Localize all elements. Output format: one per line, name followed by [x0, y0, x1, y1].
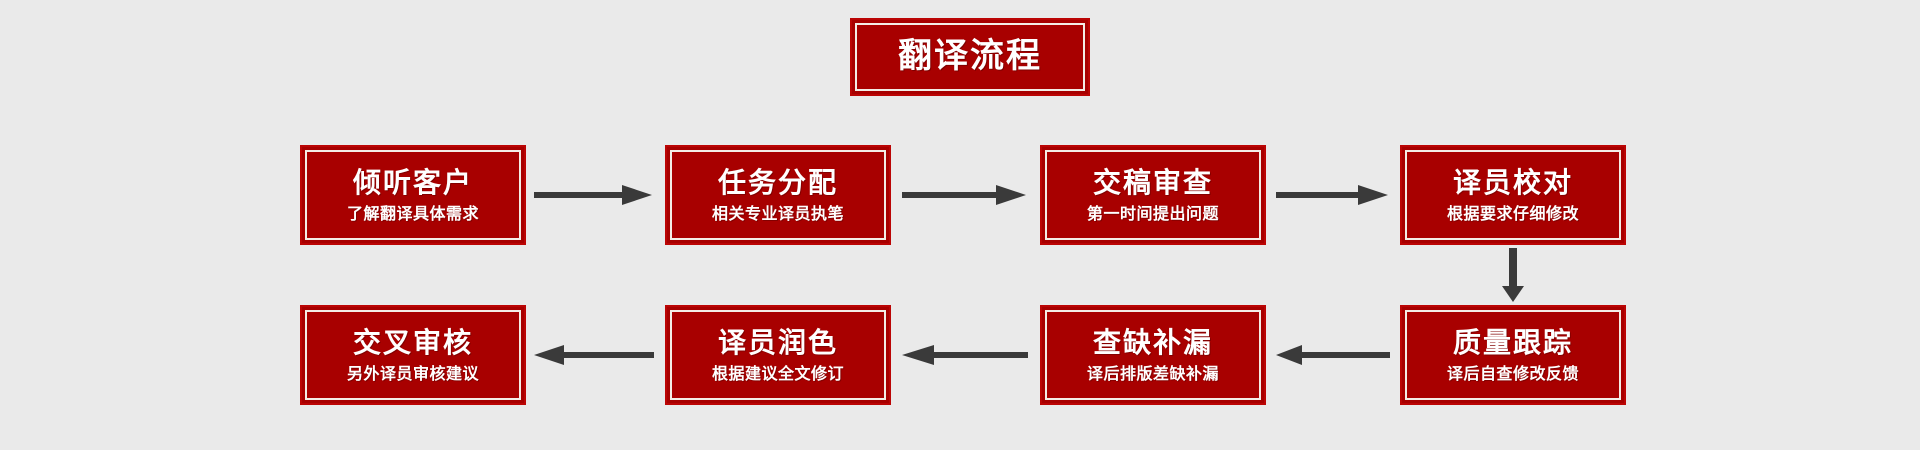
step-4-inner-frame: 译员校对 根据要求仔细修改	[1405, 150, 1621, 240]
step-7-inner-frame: 译员润色 根据建议全文修订	[670, 310, 886, 400]
arrow-left-icon-3	[534, 342, 654, 368]
step-6-subtitle: 译后排版差缺补漏	[1086, 363, 1219, 383]
arrow-left-icon-2	[902, 342, 1028, 368]
title-inner-frame: 翻译流程	[855, 23, 1085, 91]
step-3-subtitle: 第一时间提出问题	[1086, 203, 1219, 223]
step-7-title: 译员润色	[717, 325, 838, 359]
step-1-inner-frame: 倾听客户 了解翻译具体需求	[305, 150, 521, 240]
diagram-title-box: 翻译流程	[850, 18, 1090, 96]
step-2-inner-frame: 任务分配 相关专业译员执笔	[670, 150, 886, 240]
step-box-4[interactable]: 译员校对 根据要求仔细修改	[1400, 145, 1626, 245]
step-4-subtitle: 根据要求仔细修改	[1446, 203, 1579, 223]
step-box-6[interactable]: 查缺补漏 译后排版差缺补漏	[1040, 305, 1266, 405]
step-2-title: 任务分配	[717, 165, 838, 199]
step-8-title: 交叉审核	[352, 325, 473, 359]
step-box-7[interactable]: 译员润色 根据建议全文修订	[665, 305, 891, 405]
step-5-inner-frame: 质量跟踪 译后自查修改反馈	[1405, 310, 1621, 400]
arrow-left-icon-1	[1276, 342, 1390, 368]
step-1-title: 倾听客户	[352, 165, 473, 199]
step-8-inner-frame: 交叉审核 另外译员审核建议	[305, 310, 521, 400]
arrow-right-icon-2	[902, 182, 1028, 208]
step-box-3[interactable]: 交稿审查 第一时间提出问题	[1040, 145, 1266, 245]
step-box-8[interactable]: 交叉审核 另外译员审核建议	[300, 305, 526, 405]
arrow-down-icon	[1500, 248, 1526, 304]
arrow-right-icon-3	[1276, 182, 1390, 208]
step-3-title: 交稿审查	[1092, 165, 1213, 199]
step-6-inner-frame: 查缺补漏 译后排版差缺补漏	[1045, 310, 1261, 400]
step-3-inner-frame: 交稿审查 第一时间提出问题	[1045, 150, 1261, 240]
step-4-title: 译员校对	[1452, 165, 1573, 199]
step-box-1[interactable]: 倾听客户 了解翻译具体需求	[300, 145, 526, 245]
step-box-2[interactable]: 任务分配 相关专业译员执笔	[665, 145, 891, 245]
step-1-subtitle: 了解翻译具体需求	[346, 203, 479, 223]
diagram-title: 翻译流程	[898, 36, 1042, 77]
step-2-subtitle: 相关专业译员执笔	[711, 203, 844, 223]
step-8-subtitle: 另外译员审核建议	[346, 363, 479, 383]
step-7-subtitle: 根据建议全文修订	[711, 363, 844, 383]
step-6-title: 查缺补漏	[1092, 325, 1213, 359]
step-5-title: 质量跟踪	[1452, 325, 1573, 359]
arrow-right-icon-1	[534, 182, 654, 208]
step-5-subtitle: 译后自查修改反馈	[1446, 363, 1579, 383]
step-box-5[interactable]: 质量跟踪 译后自查修改反馈	[1400, 305, 1626, 405]
